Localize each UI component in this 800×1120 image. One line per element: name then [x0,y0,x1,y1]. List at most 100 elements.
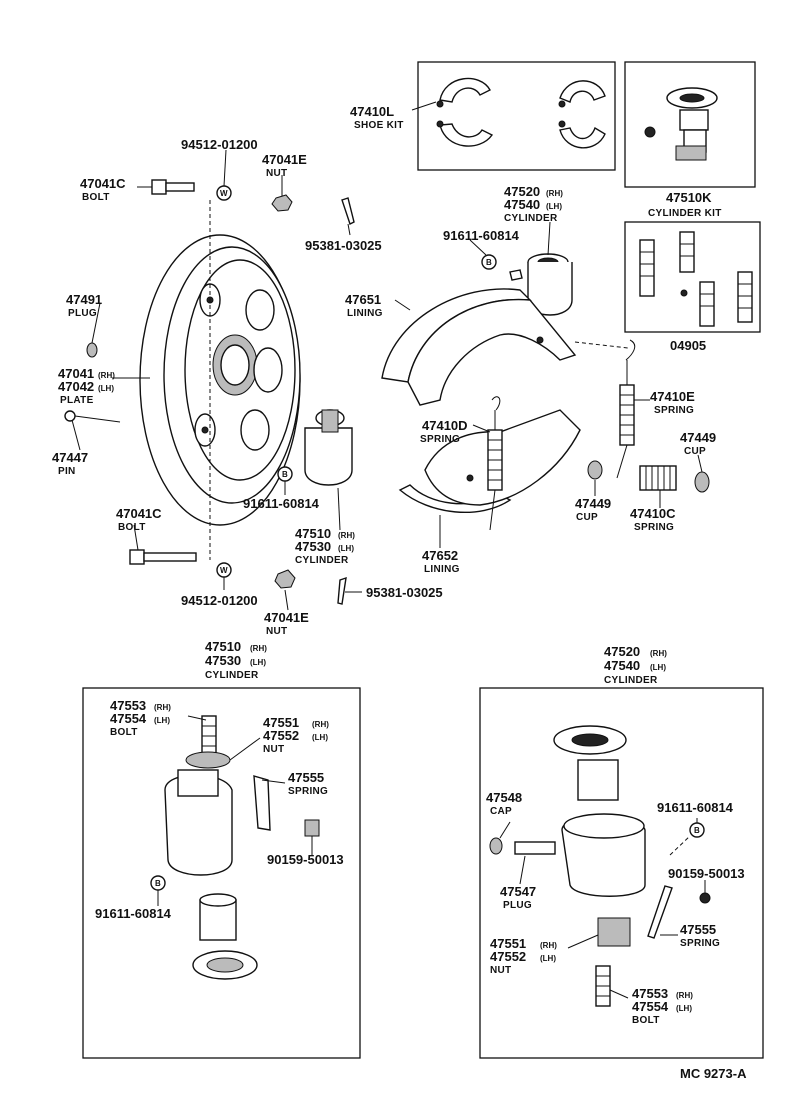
dr-spring-num: 47555 [680,922,716,937]
dl-bolt-num-rh: 47553 [110,698,146,713]
spring-d-name: SPRING [420,434,460,445]
dr-nut-num-lh: 47552 [490,949,526,964]
cyl-right-top-num-lh: 47540 [504,197,540,212]
dr-nut-lh: (LH) [540,954,556,963]
cup-kit-illustration [639,231,753,327]
nut-bottom-name: NUT [266,626,287,637]
upper-shoe-illustration [381,288,577,406]
bolt-bottom-num: 47041C [116,506,162,521]
dr-bolt-rh: (RH) [676,991,693,1000]
lining-upper-name: LINING [347,308,383,319]
dr-screw-num: 90159-50013 [668,866,745,881]
cylinder-kit-num: 47510K [666,190,712,205]
plug-num: 47491 [66,292,102,307]
dl-bleeder-num: 91611-60814 [95,906,172,921]
dl-bolt-rh: (RH) [154,703,171,712]
cyl-right-top-rh: (RH) [546,189,563,198]
lining-upper-num: 47651 [345,292,381,307]
detail-left-rh: (RH) [250,644,267,653]
detail-right-lh: (LH) [650,663,666,672]
plate-num-rh: 47041 [58,366,94,381]
spring-d-illustration [487,396,503,531]
bolt-top-name: BOLT [82,192,110,203]
bleeder-symbol-top-label: B [486,258,492,267]
cyl-left-mid-rh: (RH) [338,531,355,540]
pin-name: PIN [58,466,76,477]
shoe-kit-box [417,61,616,171]
dl-bolt-lh: (LH) [154,716,170,725]
dr-nut-num-rh: 47551 [490,936,526,951]
spring-c-num: 47410C [630,506,676,521]
spring-e-name: SPRING [654,405,694,416]
cup-kit-num: 04905 [670,338,706,353]
pin-cotter-top-num: 95381-03025 [305,238,382,253]
shoe-kit-illustration [436,77,606,149]
cup-mid-illustration [587,460,603,480]
dl-nut-num-rh: 47551 [263,715,299,730]
dl-nut-num-lh: 47552 [263,728,299,743]
dr-nut-name: NUT [490,965,511,976]
dr-plug-num: 47547 [500,884,536,899]
dl-screw-num: 90159-50013 [267,852,344,867]
nut-top-num: 47041E [262,152,307,167]
cylinder-left-mid-illustration [304,409,353,486]
pin-illustration [64,410,121,423]
bleeder-mid-num: 91611-60814 [243,496,320,511]
plate-name: PLATE [60,395,94,406]
cylinder-kit-name: CYLINDER KIT [648,208,722,219]
washer-symbol-top-label: W [220,189,228,198]
washer-bottom-num: 94512-01200 [181,593,258,608]
dl-bolt-num-lh: 47554 [110,711,147,726]
bolt-bottom-illustration [129,549,197,565]
bolt-top-num: 47041C [80,176,126,191]
detail-left-box [82,687,361,1059]
pin-num: 47447 [52,450,88,465]
plate-lh: (LH) [98,384,114,393]
pin-cotter-bottom-num: 95381-03025 [366,585,443,600]
cotter-pin-top [341,197,355,225]
dl-nut-lh: (LH) [312,733,328,742]
plug-name: PLUG [68,308,97,319]
shoe-kit-name: SHOE KIT [354,120,404,131]
lining-lower-num: 47652 [422,548,458,563]
detail-left-illustration [164,715,320,980]
dr-bolt-num-lh: 47554 [632,999,669,1014]
leader-lines [71,101,706,999]
cyl-left-mid-name: CYLINDER [295,555,349,566]
cup-mid-num: 47449 [575,496,611,511]
bleeder-top-num: 91611-60814 [443,228,520,243]
cyl-right-top-name: CYLINDER [504,213,558,224]
detail-right-illustration [489,725,711,1007]
cylinder-kit-box [624,61,756,188]
dl-spring-num: 47555 [288,770,324,785]
bolt-top-illustration [151,179,195,195]
washer-top-num: 94512-01200 [181,137,258,152]
dr-bolt-lh: (LH) [676,1004,692,1013]
nut-bottom-illustration [274,569,296,589]
cyl-right-top-num-rh: 47520 [504,184,540,199]
detail-right-num-rh: 47520 [604,644,640,659]
diagram-reference: MC 9273-A [680,1066,747,1081]
bleeder-symbol-top [481,254,497,270]
bleeder-symbol-mid-label: B [282,470,288,479]
cup-right-name: CUP [684,446,706,457]
dl-nut-rh: (RH) [312,720,329,729]
lining-lower-name: LINING [424,564,460,575]
detail-right-box [479,687,764,1059]
spring-e-num: 47410E [650,389,695,404]
cylinder-kit-illustration [644,87,718,161]
plug-illustration [86,342,98,358]
spring-d-num: 47410D [422,418,468,433]
detail-left-num-lh: 47530 [205,653,241,668]
detail-left-lh: (LH) [250,658,266,667]
detail-right-rh: (RH) [650,649,667,658]
dl-bleeder-symbol-label: B [155,879,161,888]
cup-kit-box [624,221,761,333]
bolt-bottom-name: BOLT [118,522,146,533]
dr-bleeder-symbol-label: B [694,826,700,835]
dr-nut-rh: (RH) [540,941,557,950]
cyl-left-mid-num-rh: 47510 [295,526,331,541]
cup-mid-name: CUP [576,512,598,523]
cotter-pin-bottom [337,576,347,605]
nut-bottom-num: 47041E [264,610,309,625]
